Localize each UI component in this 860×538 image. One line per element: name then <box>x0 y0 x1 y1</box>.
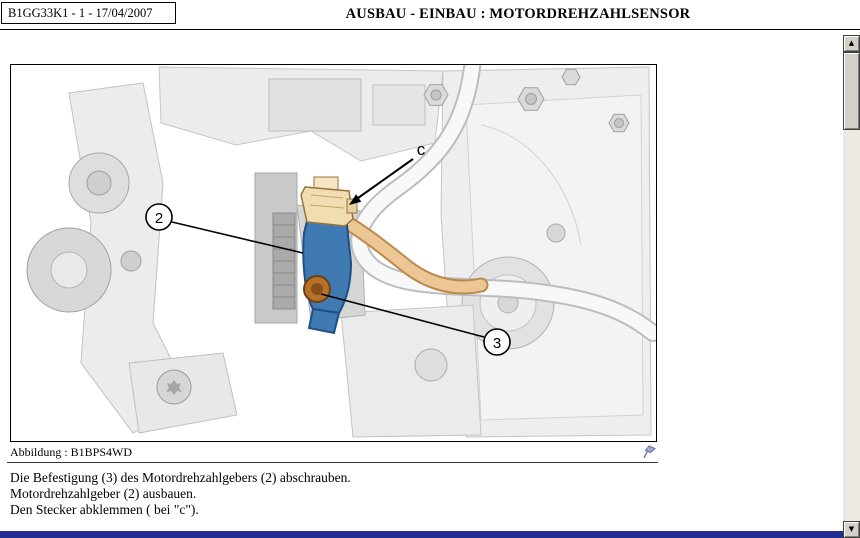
callout-2: 2 <box>145 203 304 254</box>
document-header: B1GG33K1 - 1 - 17/04/2007 AUSBAU - EINBA… <box>0 0 860 30</box>
sensor-connector <box>300 176 358 227</box>
instruction-line: Motordrehzahlgeber (2) ausbauen. <box>10 486 197 501</box>
document-reference: B1GG33K1 - 1 - 17/04/2007 <box>1 2 176 24</box>
callout-2-label: 2 <box>155 210 163 227</box>
instruction-line: Den Stecker abklemmen ( bei "c"). <box>10 502 199 517</box>
page-title: AUSBAU - EINBAU : MOTORDREHZAHLSENSOR <box>345 6 691 22</box>
callout-3: 3 <box>320 293 511 356</box>
instruction-line: Die Befestigung (3) des Motordrehzahlgeb… <box>10 470 351 485</box>
vertical-scrollbar[interactable]: ▲ ▼ <box>843 35 860 538</box>
callout-c-label: c <box>417 140 426 159</box>
crankshaft-sensor <box>302 219 353 335</box>
bottom-section-bar <box>0 531 843 538</box>
figure-image: 2 3 c <box>10 64 657 442</box>
scroll-down-icon[interactable]: ▼ <box>843 521 860 538</box>
engine-illustration: 2 3 c <box>26 65 656 438</box>
title-area: AUSBAU - EINBAU : MOTORDREHZAHLSENSOR <box>176 0 860 29</box>
caption-divider <box>7 462 658 463</box>
sensor-cable <box>323 205 489 295</box>
callout-3-label: 3 <box>493 335 501 352</box>
figure-caption: Abbildung : B1BPS4WD <box>10 445 133 459</box>
figure-flag-icon[interactable] <box>641 444 657 460</box>
callout-c: c <box>349 140 426 205</box>
hex-bolts <box>423 68 630 133</box>
scrollbar-thumb[interactable] <box>843 52 860 130</box>
hose <box>350 65 656 342</box>
instructions: Die Befestigung (3) des Motordrehzahlgeb… <box>10 470 351 518</box>
scroll-up-icon[interactable]: ▲ <box>843 35 860 52</box>
